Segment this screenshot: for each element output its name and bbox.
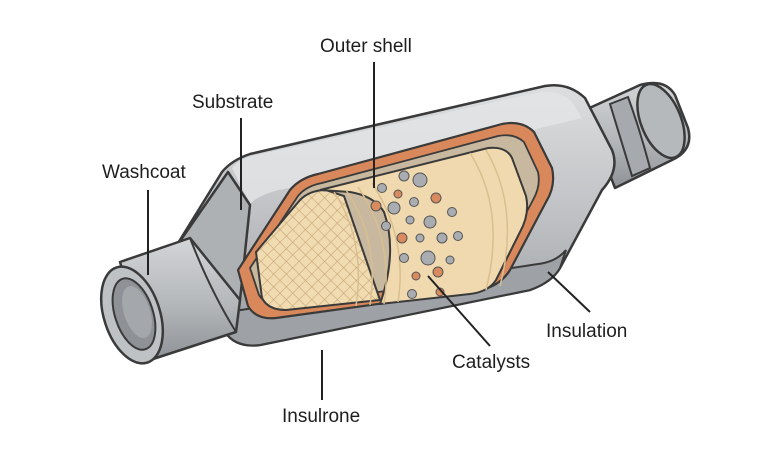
inlet-pipe: [99, 170, 252, 365]
label-substrate: Substrate: [192, 92, 274, 113]
leader-catalysts: [427, 275, 491, 347]
catalyst-particles: [370, 170, 463, 299]
label-insulation: Insulation: [546, 321, 628, 342]
leader-lines: [147, 62, 591, 400]
label-washcoat: Washcoat: [102, 162, 186, 183]
cutaway-interior: [236, 121, 555, 320]
label-catalysts: Catalysts: [452, 352, 531, 373]
label-insulation-zone: Insulrone: [282, 406, 361, 427]
leader-insulation: [547, 271, 591, 313]
label-outer-shell: Outer shell: [320, 36, 412, 57]
